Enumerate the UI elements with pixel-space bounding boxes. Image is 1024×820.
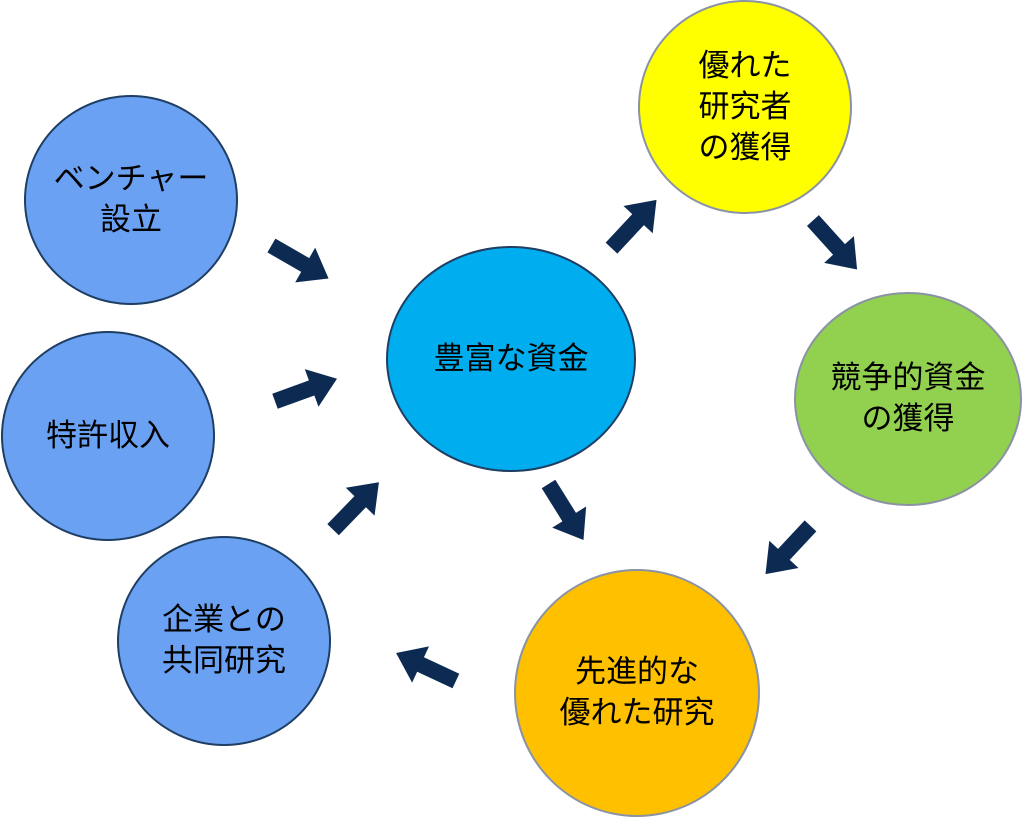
node-venture-line-2: 設立 (100, 202, 162, 238)
arrow-competitive-to-research (765, 520, 817, 575)
node-abundant-funding: 豊富な資金 (386, 246, 636, 472)
arrow-joint-to-funding (327, 482, 379, 536)
node-venture-line-1: ベンチャー (53, 161, 209, 197)
node-compet-line-2: の獲得 (861, 401, 955, 437)
node-patent-line-1: 特許収入 (46, 417, 170, 454)
node-research-line-1: 先進的な (575, 654, 699, 690)
node-research-line-2: 優れた研究 (559, 695, 715, 731)
node-advanced-research: 先進的な 優れた研究 (514, 569, 760, 817)
node-funding-line-1: 豊富な資金 (433, 340, 589, 377)
arrow-venture-to-funding (267, 238, 329, 283)
arrow-talent-to-competitive (806, 215, 858, 270)
node-talent-line-3: の獲得 (698, 129, 792, 166)
arrow-funding-to-research (541, 479, 587, 540)
arrow-research-to-joint (396, 646, 460, 689)
arrow-funding-to-talent (605, 199, 657, 254)
node-compet-line-1: 競争的資金 (830, 360, 986, 396)
node-talent-line-2: 研究者 (698, 88, 792, 125)
node-competitive-funding: 競争的資金 の獲得 (794, 292, 1022, 506)
node-talent-line-1: 優れた (698, 47, 792, 84)
node-patent-income: 特許収入 (1, 331, 215, 541)
arrow-patent-to-funding (272, 369, 338, 409)
node-joint-research: 企業との 共同研究 (117, 536, 331, 746)
node-joint-line-1: 企業との (162, 602, 286, 638)
node-venture-establishment: ベンチャー 設立 (24, 95, 238, 305)
node-joint-line-2: 共同研究 (162, 643, 286, 679)
node-talent-acquisition: 優れた 研究者 の獲得 (638, 0, 852, 214)
